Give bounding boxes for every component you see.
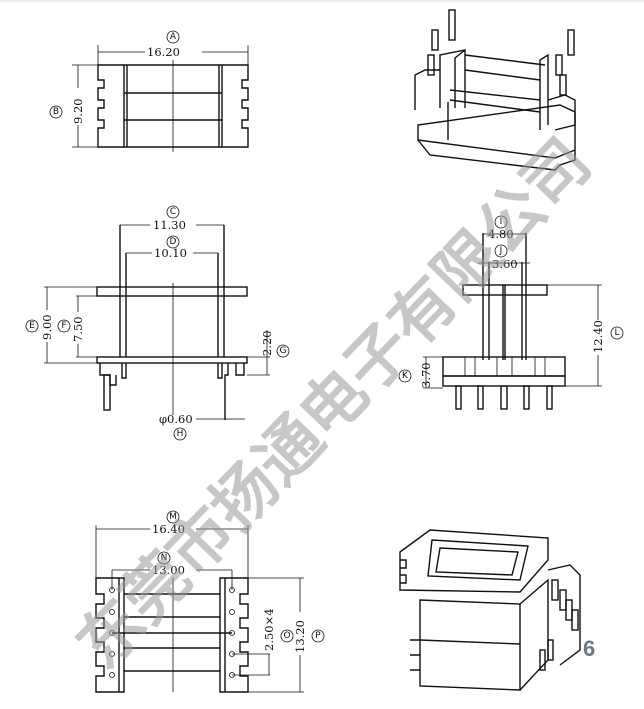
dim-B-label: B (53, 107, 59, 117)
dim-P-value: 13.20 (293, 620, 307, 653)
dim-E-value: 9.00 (40, 314, 54, 340)
dim-C-value: 11.30 (153, 218, 186, 232)
side-view: 4.80 I 3.60 J 3.70 K 12.40 L (398, 215, 624, 410)
dim-H-value: φ0.60 (159, 412, 193, 426)
dim-N-label: N (161, 553, 168, 563)
dim-K-value: 3.70 (419, 362, 433, 388)
bottom-view: 16.40 M 13.00 N 2.50×4 O 13.20 P (95, 510, 325, 693)
dim-N-value: 13.00 (152, 563, 185, 577)
dim-F-value: 7.50 (71, 316, 85, 342)
dim-G-label: G (280, 346, 287, 356)
dim-O-label: O (283, 631, 290, 641)
dim-A-value: 16.20 (147, 45, 180, 59)
dim-F-label: F (61, 321, 66, 331)
page-number: 6 (583, 636, 595, 661)
dim-I-value: 4.80 (488, 227, 514, 241)
dim-J-label: J (499, 246, 503, 256)
dim-I-label: I (500, 217, 503, 227)
dim-L-label: L (614, 328, 619, 338)
dim-M-label: M (169, 512, 177, 522)
top-view: 16.20 A 9.20 B (49, 30, 249, 152)
isometric-view-top (414, 9, 576, 171)
dim-O-value: 2.50×4 (262, 608, 276, 651)
isometric-view-bottom (399, 529, 581, 691)
dim-P-label: P (315, 631, 321, 641)
dim-C-label: C (170, 207, 176, 217)
dim-A-label: A (170, 32, 177, 42)
dim-H-label: H (177, 429, 184, 439)
dim-K-label: K (402, 371, 409, 381)
dim-G-value: 2.20 (260, 330, 274, 356)
dim-J-value: 3.60 (492, 257, 518, 271)
front-view: 11.30 C 10.10 D 9.00 E 7.50 F 2.20 G φ0.… (25, 205, 290, 441)
dim-E-label: E (29, 321, 35, 331)
dim-D-label: D (170, 237, 177, 247)
dim-M-value: 16.40 (152, 522, 185, 536)
dim-D-value: 10.10 (154, 246, 187, 260)
dim-L-value: 12.40 (591, 320, 605, 353)
dim-B-value: 9.20 (71, 98, 85, 124)
